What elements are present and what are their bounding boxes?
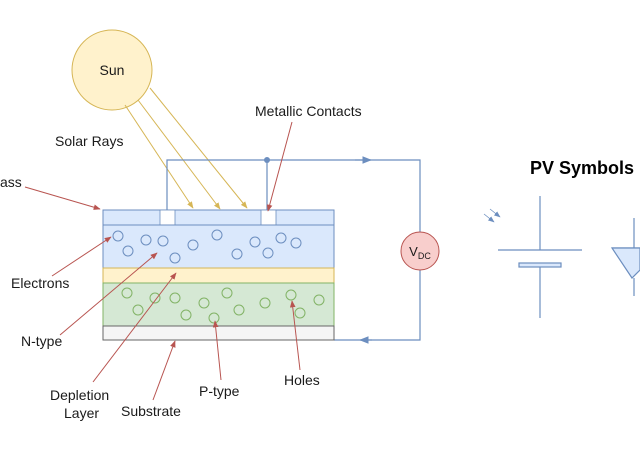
n-type-pointer xyxy=(59,252,158,336)
contacts-pointer xyxy=(266,121,293,212)
label-pointers xyxy=(24,121,301,401)
substrate-label: Substrate xyxy=(121,403,181,419)
voltmeter-symbol: V xyxy=(409,244,418,259)
hole xyxy=(132,304,144,316)
pv-symbols-title: PV Symbols xyxy=(530,158,634,178)
electron xyxy=(140,234,152,246)
electron xyxy=(211,229,223,241)
electrons-label: Electrons xyxy=(11,275,69,291)
circuit-wires xyxy=(166,156,421,344)
bottom-wire xyxy=(334,270,421,341)
solar-rays-label: Solar Rays xyxy=(55,133,123,149)
electron xyxy=(169,252,181,264)
electron xyxy=(262,247,274,259)
hole xyxy=(198,297,210,309)
hole xyxy=(259,297,271,309)
substrate-layer xyxy=(102,325,335,341)
hole xyxy=(180,309,192,321)
depletion-pointer xyxy=(92,272,177,383)
solar-ray xyxy=(124,104,194,209)
sun-label: Sun xyxy=(100,62,125,78)
holes-label: Holes xyxy=(284,372,320,388)
glass-pointer xyxy=(24,186,101,210)
electron xyxy=(122,245,134,257)
solar-ray xyxy=(149,87,248,209)
holes-pointer xyxy=(289,300,301,371)
sun-circle xyxy=(71,29,153,111)
substrate-pointer xyxy=(152,340,176,401)
hole xyxy=(169,292,181,304)
hole xyxy=(121,287,133,299)
p-type-pointer xyxy=(212,320,222,381)
glass-label: ass xyxy=(0,174,22,190)
electron xyxy=(231,248,243,260)
glass-layer xyxy=(102,209,335,226)
solar-rays xyxy=(124,87,248,210)
hole xyxy=(294,307,306,319)
depletion-label-line2: Layer xyxy=(64,405,99,421)
electron xyxy=(157,235,169,247)
sun: Sun xyxy=(71,29,153,111)
solar-ray xyxy=(137,99,221,210)
voltmeter-circle xyxy=(400,231,440,271)
depletion-layer xyxy=(102,267,335,284)
electron xyxy=(249,236,261,248)
metallic-contacts-label: Metallic Contacts xyxy=(255,103,362,119)
n-type-layer xyxy=(102,224,335,269)
hole xyxy=(285,289,297,301)
svg-text:VDC: VDC xyxy=(409,244,431,261)
electrons xyxy=(112,229,302,264)
wire-junction xyxy=(264,157,270,163)
metallic-contact xyxy=(260,209,277,226)
light-arrow xyxy=(483,213,495,223)
light-arrow xyxy=(489,208,501,218)
hole xyxy=(233,304,245,316)
hole xyxy=(149,292,161,304)
electron xyxy=(112,230,124,242)
top-wire xyxy=(166,159,421,232)
p-type-label: P-type xyxy=(199,383,240,399)
voltmeter: VDC xyxy=(400,231,440,271)
n-type-label: N-type xyxy=(21,333,62,349)
metallic-contact xyxy=(159,209,176,226)
depletion-label-line1: Depletion xyxy=(50,387,109,403)
electron xyxy=(275,232,287,244)
electron xyxy=(187,239,199,251)
electrons-pointer xyxy=(51,236,112,277)
diode-triangle xyxy=(610,247,640,279)
hole xyxy=(313,294,325,306)
hole xyxy=(221,287,233,299)
voltmeter-subscript: DC xyxy=(418,251,431,261)
pv-plate-short xyxy=(518,262,562,268)
electron xyxy=(290,237,302,249)
pv-diode-symbol xyxy=(610,218,640,296)
pv-cell-symbol xyxy=(483,196,582,318)
